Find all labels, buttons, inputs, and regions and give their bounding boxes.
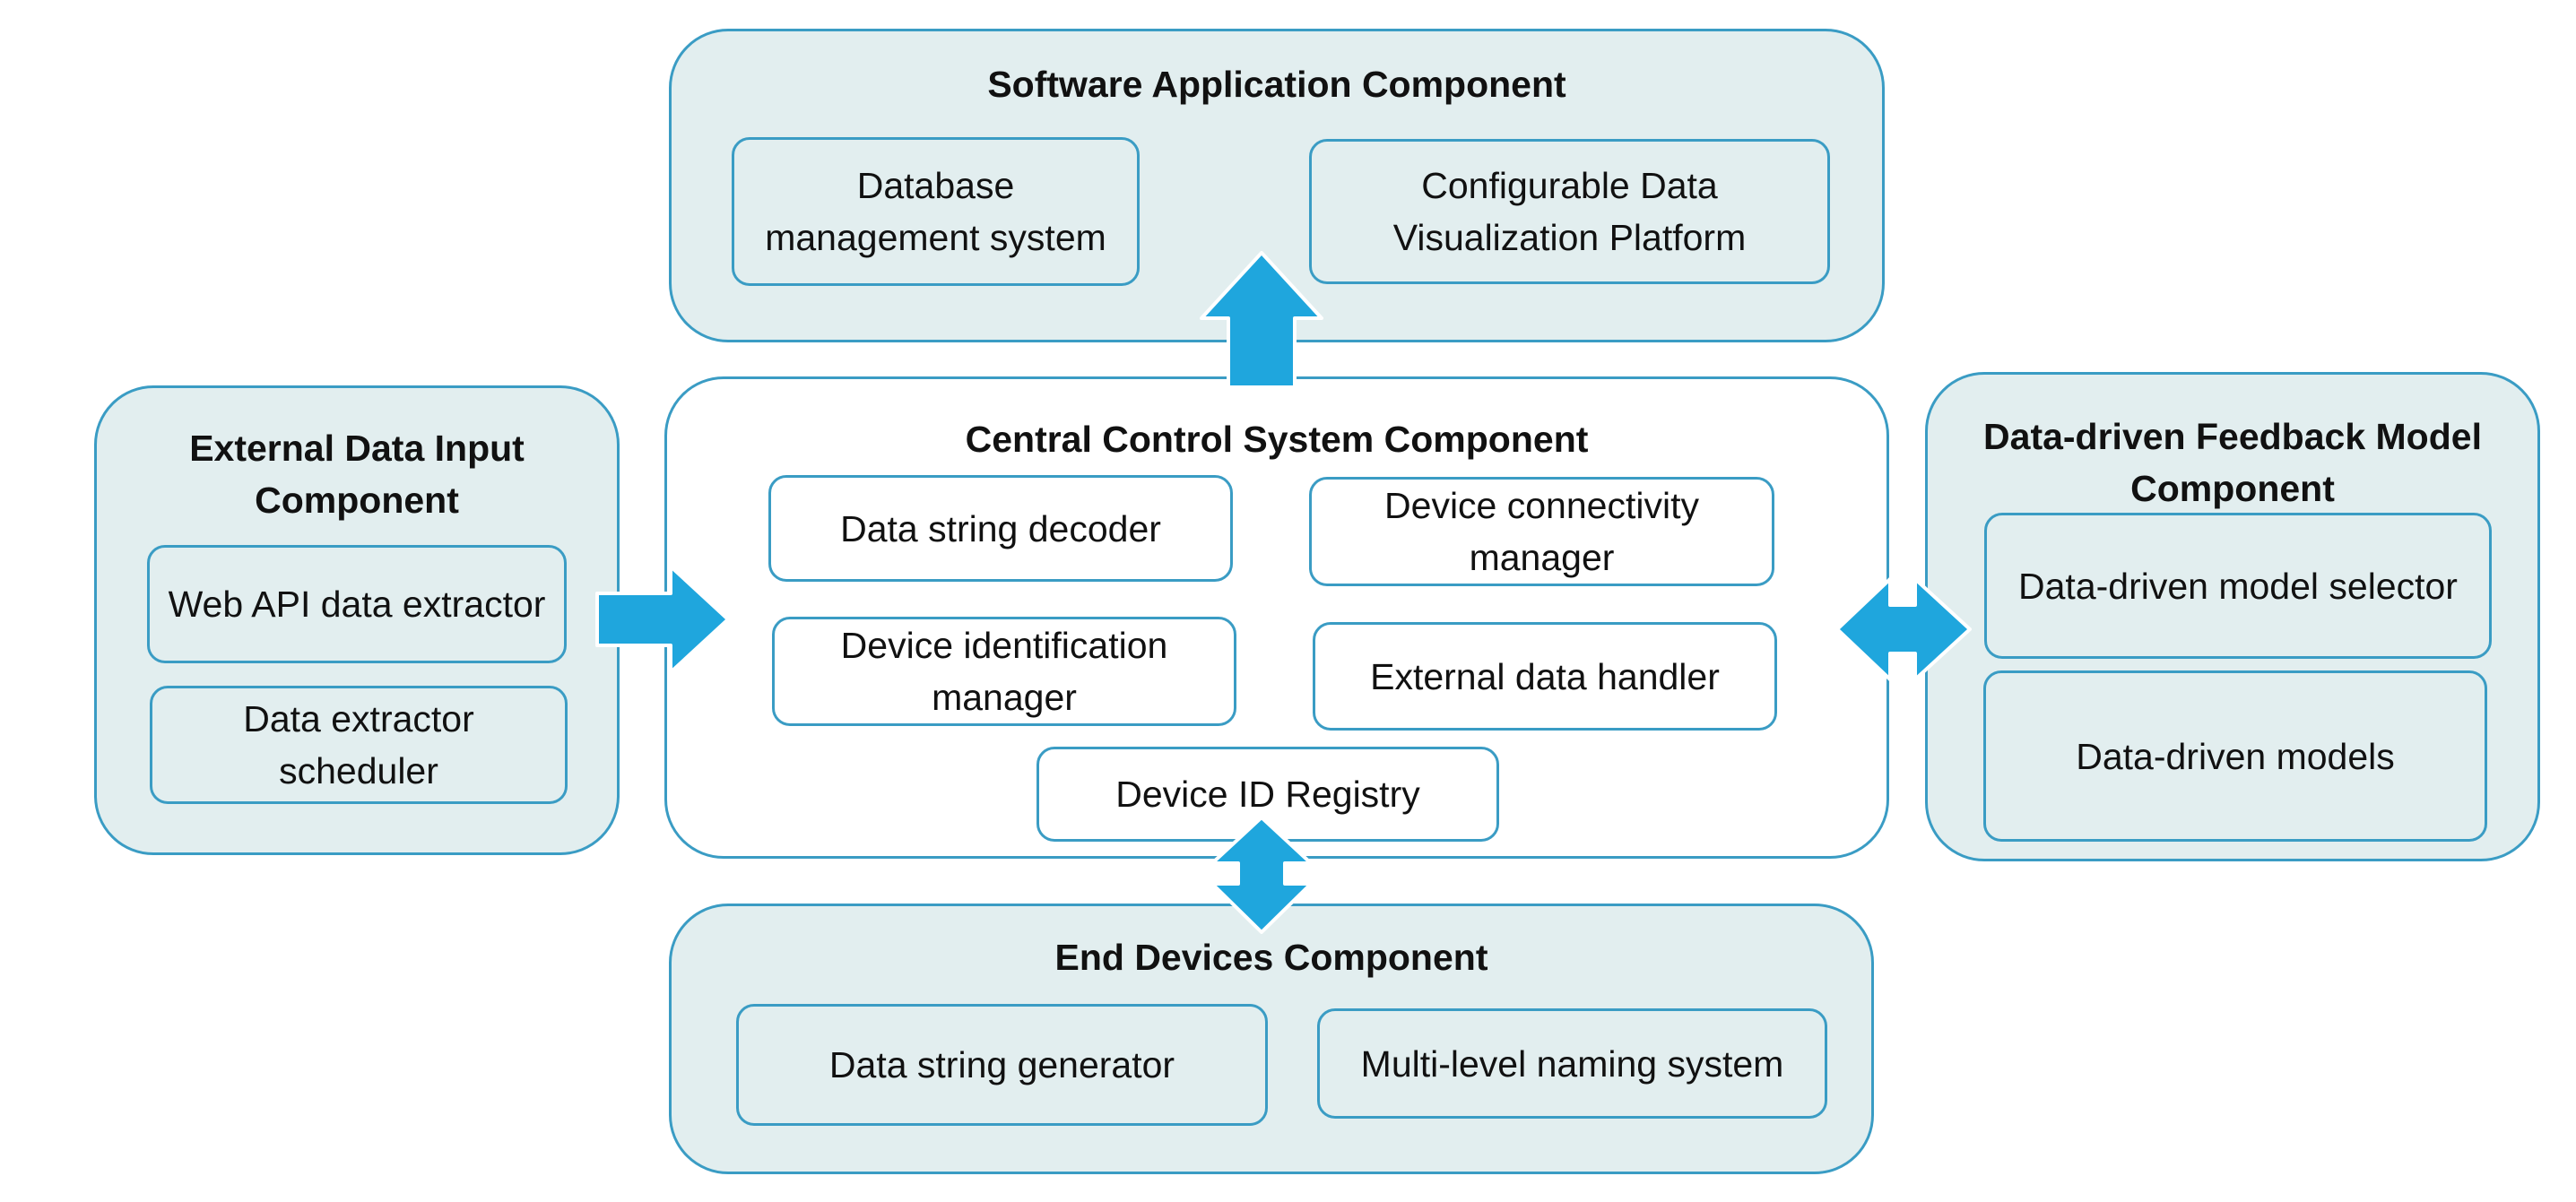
device-identification-manager-box: Device identification manager (772, 617, 1236, 726)
database-management-system-box: Database management system (732, 137, 1140, 286)
external-data-handler-box: External data handler (1313, 622, 1777, 731)
software-application-component: Software Application Component Database … (669, 29, 1885, 342)
data-driven-feedback-model-component: Data-driven Feedback Model Component Dat… (1925, 372, 2540, 861)
arrow-bidirectional-end-devices-icon (1210, 816, 1313, 934)
arrow-up-to-software-icon (1200, 251, 1323, 389)
external-data-input-component: External Data Input Component Web API da… (94, 385, 620, 855)
data-string-decoder-box: Data string decoder (768, 475, 1233, 582)
web-api-data-extractor-box: Web API data extractor (147, 545, 567, 663)
software-application-title: Software Application Component (987, 64, 1566, 105)
data-driven-models-box: Data-driven models (1983, 670, 2487, 842)
device-connectivity-manager-box: Device connectivity manager (1309, 477, 1774, 586)
central-control-system-component: Central Control System Component Data st… (664, 376, 1889, 859)
arrow-bidirectional-feedback-icon (1835, 577, 1972, 681)
data-string-generator-box: Data string generator (736, 1004, 1268, 1126)
multi-level-naming-system-box: Multi-level naming system (1317, 1008, 1827, 1119)
end-devices-title: End Devices Component (1054, 937, 1488, 978)
end-devices-component: End Devices Component Data string genera… (669, 904, 1874, 1174)
data-visualization-platform-box: Configurable Data Visualization Platform (1309, 139, 1830, 284)
data-driven-model-selector-box: Data-driven model selector (1984, 513, 2492, 659)
external-data-input-title: External Data Input Component (189, 428, 525, 521)
arrow-right-to-central-icon (595, 565, 730, 674)
central-control-system-title: Central Control System Component (965, 419, 1589, 460)
data-driven-feedback-model-title: Data-driven Feedback Model Component (1983, 416, 2482, 509)
data-extractor-scheduler-box: Data extractor scheduler (150, 686, 568, 804)
